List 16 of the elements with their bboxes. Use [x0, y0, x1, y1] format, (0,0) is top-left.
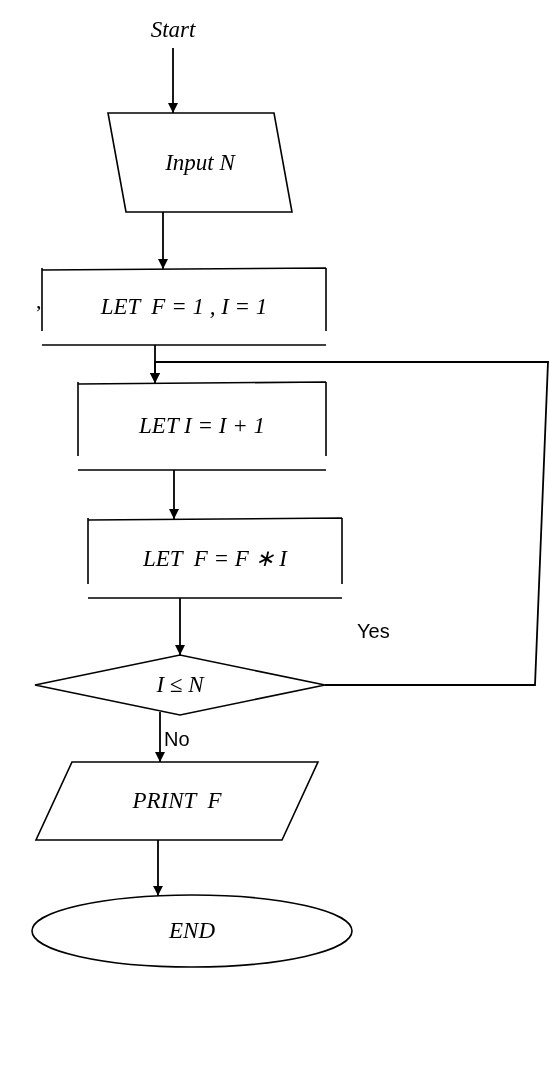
process-box: LET I = I + 1: [78, 382, 326, 470]
arrow: [168, 47, 178, 114]
labeled-arrow: [155, 711, 165, 763]
arrow: [153, 839, 163, 897]
labeled-arrow: [150, 361, 549, 686]
arrow: [169, 469, 179, 520]
start-text: Start: [128, 12, 218, 48]
arrow: [175, 597, 185, 656]
input-parallelogram: Input N: [108, 113, 292, 212]
decision-diamond: I ≤ N: [35, 655, 325, 715]
process-box: LET F = F ∗ I: [88, 518, 342, 598]
stray-mark: ,: [36, 288, 42, 314]
process-box: LET F = 1 , I = 1: [42, 268, 326, 345]
output-parallelogram: PRINT F: [36, 762, 318, 840]
arrow: [158, 211, 168, 270]
terminal-ellipse: END: [32, 895, 352, 967]
